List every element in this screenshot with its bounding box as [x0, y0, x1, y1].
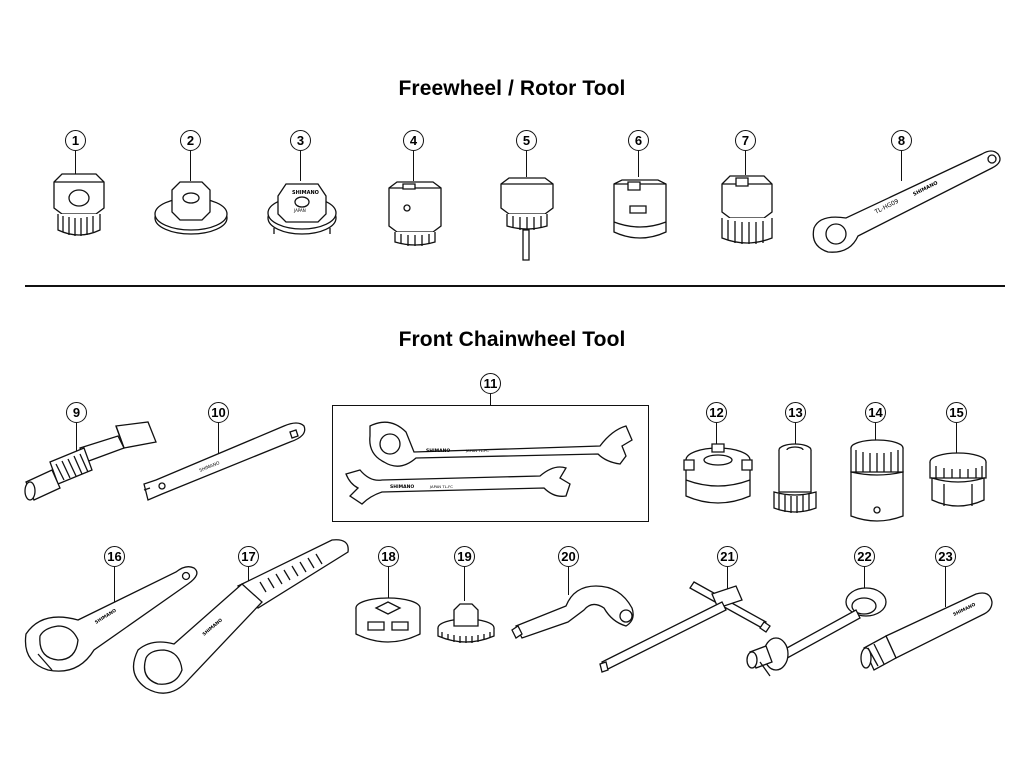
tool-23-bottom-bracket-drive-tool: SHIMANO — [856, 586, 996, 676]
leader-line — [76, 423, 77, 461]
callout-number: 20 — [558, 546, 579, 567]
tool-10-chainring-nut-wrench: SHIMANO — [140, 420, 312, 504]
brand-marking: SHIMANO — [426, 448, 450, 454]
model-marking: JAPAN TL-FC — [465, 448, 489, 453]
tool-1-freewheel-remover — [48, 170, 110, 242]
callout-number: 12 — [706, 402, 727, 423]
leader-line — [901, 151, 902, 181]
leader-line — [945, 567, 946, 607]
callout-number: 17 — [238, 546, 259, 567]
callout-number: 1 — [65, 130, 86, 151]
leader-line — [526, 151, 527, 177]
section-divider — [25, 285, 1005, 287]
leader-line — [218, 423, 219, 457]
leader-line — [114, 567, 115, 617]
leader-line — [490, 394, 491, 406]
tool-5-lockring-remover-with-pin — [497, 174, 557, 264]
tool-17-bottom-bracket-wrench-handle: SHIMANO — [118, 538, 354, 704]
callout-number: 10 — [208, 402, 229, 423]
tool-14-bottom-bracket-socket — [846, 438, 908, 526]
callout-number: 4 — [403, 130, 424, 151]
tool-11-hub-cone-wrenches: SHIMANO JAPAN TL-FC SHIMANO JAPAN TL-FC — [340, 412, 640, 514]
leader-line — [75, 151, 76, 175]
callout-number: 11 — [480, 373, 501, 394]
callout-number: 6 — [628, 130, 649, 151]
callout-number: 14 — [865, 402, 886, 423]
callout-number: 2 — [180, 130, 201, 151]
callout-number: 15 — [946, 402, 967, 423]
tool-19-crank-cap-tool — [434, 598, 498, 646]
callout-number: 23 — [935, 546, 956, 567]
leader-line — [795, 423, 796, 445]
tool-3-lockring-tool: SHIMANO JAPAN — [264, 176, 340, 242]
callout-number: 21 — [717, 546, 738, 567]
leader-line — [716, 423, 717, 459]
leader-line — [727, 567, 728, 603]
tool-15-bottom-bracket-socket — [926, 450, 990, 514]
leader-line — [464, 567, 465, 601]
tool-11-bracket-frame — [332, 405, 649, 522]
leader-line — [568, 567, 569, 595]
leader-line — [190, 151, 191, 181]
tool-12-bottom-bracket-tool — [680, 440, 756, 514]
callout-number: 19 — [454, 546, 475, 567]
tool-13-adapter-sleeve — [770, 442, 820, 516]
tool-8-tl-hg09-wrench: TL-HG09 SHIMANO — [806, 148, 1008, 260]
tool-21-t-handle-torx-wrench — [596, 576, 772, 674]
callout-number: 7 — [735, 130, 756, 151]
tool-22-cup-press — [740, 580, 890, 684]
leader-line — [638, 151, 639, 177]
tool-7-freewheel-remover — [716, 172, 778, 252]
japan-marking: JAPAN — [293, 208, 306, 213]
callout-number: 5 — [516, 130, 537, 151]
callout-number: 22 — [854, 546, 875, 567]
brand-marking: SHIMANO — [390, 484, 414, 490]
callout-number: 3 — [290, 130, 311, 151]
tool-6-rotor-lockring-tool — [610, 176, 670, 248]
callout-number: 13 — [785, 402, 806, 423]
callout-number: 8 — [891, 130, 912, 151]
section-title-freewheel-rotor-tool: Freewheel / Rotor Tool — [398, 77, 626, 100]
leader-line — [248, 567, 249, 593]
leader-line — [388, 567, 389, 601]
tool-9-crank-puller — [20, 418, 160, 508]
leader-line — [413, 151, 414, 181]
callout-number: 9 — [66, 402, 87, 423]
tool-18-bottom-bracket-adapter — [350, 594, 426, 654]
tool-20-hex-key-tool — [508, 578, 644, 644]
leader-line — [864, 567, 865, 601]
leader-line — [745, 151, 746, 175]
callout-number: 16 — [104, 546, 125, 567]
leader-line — [875, 423, 876, 447]
tool-16-hollowtech-crank-wrench: SHIMANO — [18, 566, 202, 678]
section-title-front-chainwheel-tool: Front Chainwheel Tool — [398, 328, 626, 351]
model-marking: JAPAN TL-FC — [429, 484, 453, 489]
leader-line — [300, 151, 301, 181]
tool-2-lockring-tool — [150, 178, 232, 240]
brand-marking: SHIMANO — [292, 190, 319, 196]
callout-number: 18 — [378, 546, 399, 567]
leader-line — [956, 423, 957, 453]
tool-4-cassette-lockring-remover — [385, 178, 445, 250]
